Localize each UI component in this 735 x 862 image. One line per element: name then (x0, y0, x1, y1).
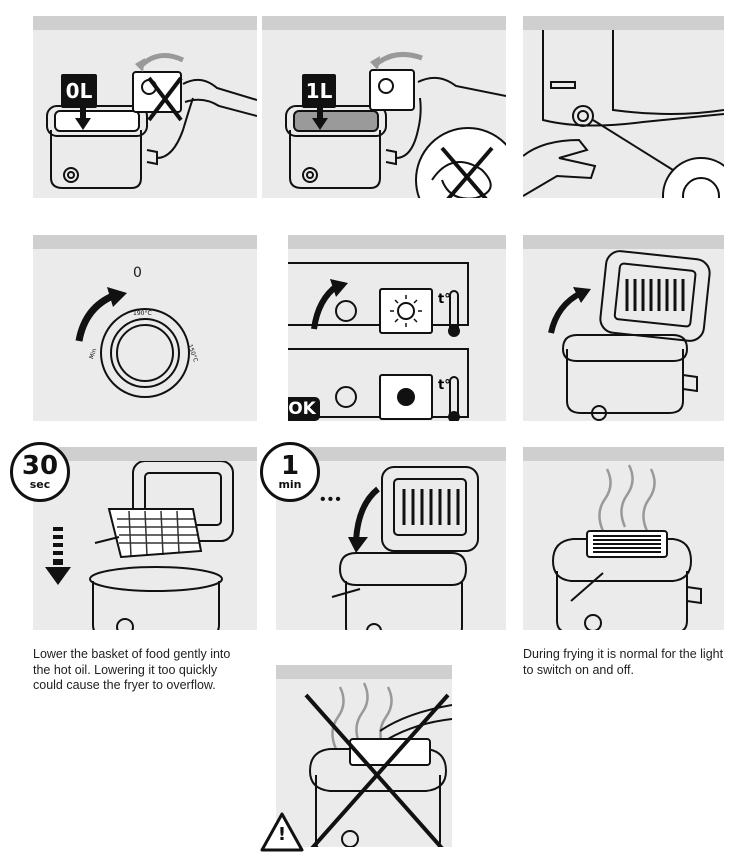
warning-symbol: ! (277, 824, 287, 845)
caption-frying: During frying it is normal for the light… (523, 647, 724, 677)
ellipsis: ••• (320, 491, 343, 508)
panel-preheat-indicator: t° t° OK (288, 235, 506, 421)
preheat-light-illustration: t° t° (288, 262, 469, 421)
panel-fill-minimum: 0L (33, 16, 257, 198)
timer-badge-1-min: 1 min (260, 442, 320, 502)
timer-badge-30-sec: 30 sec (10, 442, 70, 502)
ok-badge: OK (288, 397, 320, 421)
fill-level-badge: 1L (302, 74, 336, 108)
dial-mark-top: 0 (133, 265, 142, 281)
fryer-frying-illustration (551, 464, 702, 630)
fill-level-badge: 0L (61, 74, 97, 108)
fryer-filled-illustration (285, 51, 506, 198)
panel-fill-maximum: 1L (262, 16, 506, 198)
timer-unit: sec (29, 478, 51, 491)
dial-mark-left: Min (88, 347, 98, 360)
fryer-empty-illustration (46, 53, 257, 189)
timer-unit: min (278, 478, 302, 491)
basket-lowering-illustration (45, 461, 234, 630)
temperature-symbol: t° (438, 292, 451, 307)
temperature-symbol: t° (438, 378, 451, 393)
panel-frying (523, 447, 724, 630)
power-button-illustration (523, 30, 724, 198)
fryer-lid-open-illustration (548, 250, 711, 421)
thermostat-dial-illustration: 190°C Min 150°C (75, 287, 199, 398)
timer-value: 30 (21, 451, 59, 481)
warning-illustration (304, 682, 452, 847)
fryer-closing-illustration (331, 466, 479, 630)
panel-lower-basket (33, 447, 257, 630)
panel-thermostat: 190°C Min 150°C 0 (33, 235, 257, 421)
panel-open-lid (523, 235, 724, 421)
timer-value: 1 (280, 451, 300, 481)
panel-warning (276, 665, 452, 847)
dial-mark-right: 190°C (133, 310, 152, 317)
panel-power-button (523, 16, 724, 198)
warning-icon: ! (260, 810, 304, 854)
caption-lower-basket: Lower the basket of food gently into the… (33, 647, 231, 692)
